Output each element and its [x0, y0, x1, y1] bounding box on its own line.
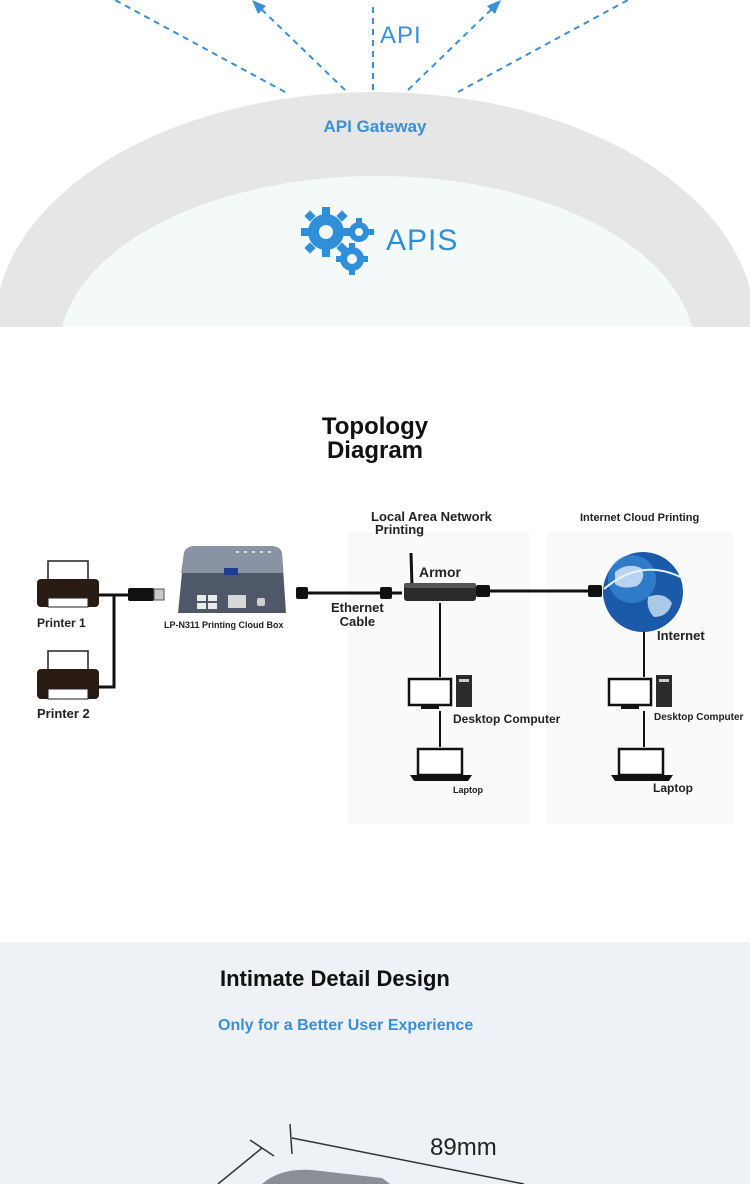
ethernet-cable-label-line1: Ethernet: [331, 600, 384, 615]
internet-label: Internet: [657, 628, 705, 643]
ethernet-cable-label-line2: Cable: [339, 614, 376, 629]
device-top-edge: [262, 1169, 390, 1184]
lan-title-line1: Local Area Network: [371, 509, 492, 524]
vertical-links: [439, 603, 645, 747]
printing-cloud-box-icon: [178, 546, 286, 613]
gears-icon: [301, 207, 374, 275]
printer-2-icon: [37, 650, 99, 700]
topology-section: Topology Diagram: [0, 327, 750, 942]
topology-title-line1: Topology: [321, 413, 429, 440]
usb-plug-icon: [128, 588, 165, 601]
lan-laptop-label: Laptop: [453, 785, 483, 795]
router-label: Armor: [419, 564, 462, 580]
internet-globe-icon: [603, 552, 689, 632]
api-gateway-section: API API Gateway APIS: [0, 0, 750, 327]
apis-dome: [62, 175, 692, 327]
cloud-laptop-label: Laptop: [653, 781, 693, 795]
topology-title-line2: Diagram: [326, 437, 424, 464]
printer-2-label: Printer 2: [37, 706, 90, 721]
detail-subtitle: Only for a Better User Experience: [218, 1017, 474, 1034]
ethernet-plug-icons: [296, 585, 602, 599]
cloud-desktop-computer-icon: [607, 675, 672, 709]
dimension-label: 89mm: [430, 1134, 497, 1161]
lan-laptop-icon: [410, 747, 472, 781]
router-icon: [404, 552, 476, 601]
cloud-laptop-icon: [611, 747, 673, 781]
api-dashed-arrows: [114, 0, 629, 93]
arrow-heads: [252, 0, 501, 14]
dimension-graphic: [217, 1123, 525, 1184]
lan-desktop-label: Desktop Computer: [453, 712, 561, 726]
topology-title: Topology Diagram: [0, 415, 750, 463]
device-label: LP-N311 Printing Cloud Box: [164, 620, 284, 630]
cloud-desktop-label: Desktop Computer: [654, 712, 744, 723]
apis-label: APIS: [386, 224, 459, 257]
printer-1-icon: [37, 560, 99, 608]
topology-diagram: [37, 532, 733, 824]
api-label: API: [380, 22, 422, 49]
ethernet-cable-label: Ethernet Cable: [331, 601, 384, 629]
detail-title: Intimate Detail Design: [220, 966, 450, 991]
api-gateway-label: API Gateway: [323, 117, 427, 136]
detail-design-section: Intimate Detail Design Only for a Better…: [0, 942, 750, 1184]
printer-1-label: Printer 1: [37, 616, 86, 630]
api-gateway-graphic: [0, 0, 750, 327]
lan-desktop-computer-icon: [407, 675, 472, 709]
lan-title: Local Area Network Printing: [371, 510, 492, 536]
lan-title-line2: Printing: [375, 522, 425, 537]
cloud-title: Internet Cloud Printing: [580, 512, 700, 524]
